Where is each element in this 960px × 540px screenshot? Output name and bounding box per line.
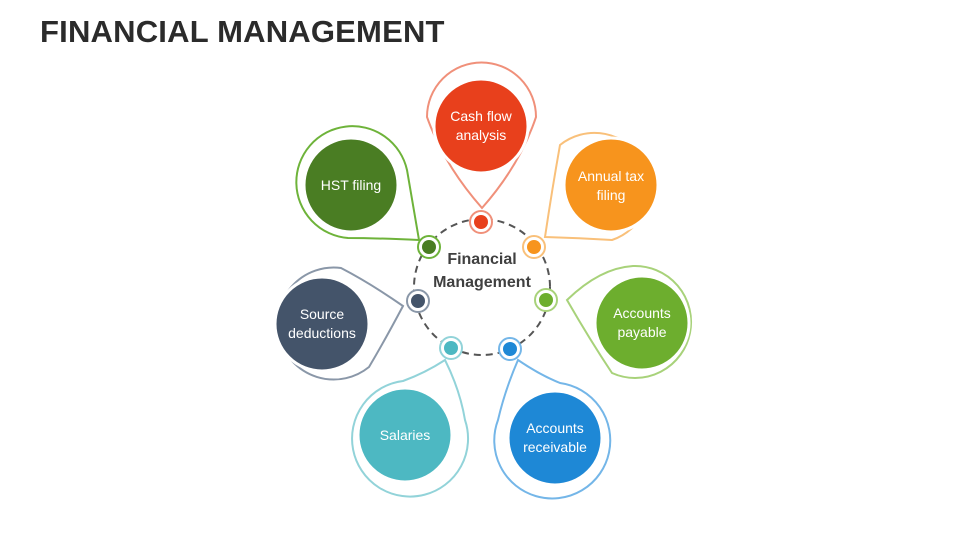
petal-label-line2: payable (617, 324, 666, 340)
petal-outline (425, 61, 538, 210)
connector-dot (444, 341, 458, 355)
connector-dot (422, 240, 436, 254)
petal-label-line1: HST filing (321, 177, 381, 193)
center-label-line2: Management (433, 274, 531, 291)
center-dashed-ring (413, 218, 551, 356)
petal-label-line1: Accounts (613, 305, 671, 321)
petal-label-line2: filing (597, 187, 626, 203)
petal-cash-flow-analysis[interactable]: Cash flow analysis (425, 61, 538, 234)
petal-label-line2: deductions (288, 325, 356, 341)
petal-hst-filing[interactable]: HST filing (295, 125, 441, 259)
petal-outline (295, 125, 421, 242)
petal-label-line2: receivable (523, 439, 587, 455)
petal-label-line1: Cash flow (450, 108, 512, 124)
petal-outline (565, 264, 693, 379)
petal-label-line1: Accounts (526, 420, 584, 436)
connector-dot (411, 294, 425, 308)
petal-circle (273, 275, 371, 373)
petal-circle (432, 77, 530, 175)
petal-source-deductions[interactable]: Source deductions (273, 266, 430, 381)
petal-outline (351, 358, 470, 498)
center-label-line1: Financial (447, 251, 516, 268)
connector-dot (474, 215, 488, 229)
petal-circle (506, 389, 604, 487)
petal-annual-tax-filing[interactable]: Annual tax filing (522, 131, 660, 259)
page-title: FINANCIAL MANAGEMENT (40, 14, 445, 49)
petal-label-line1: Annual tax (578, 168, 644, 184)
petal-accounts-receivable[interactable]: Accounts receivable (493, 337, 612, 500)
petal-circle (302, 136, 400, 234)
connector-dot (527, 240, 541, 254)
connector-dot (503, 342, 517, 356)
petal-label-line1: Salaries (380, 427, 431, 443)
petal-salaries[interactable]: Salaries (351, 336, 470, 498)
petal-outline (493, 358, 612, 500)
petal-label-line2: analysis (456, 127, 507, 143)
petal-circle (562, 136, 660, 234)
petal-circle (356, 386, 454, 484)
petal-circle (593, 274, 691, 372)
petal-accounts-payable[interactable]: Accounts payable (534, 264, 693, 379)
connector-dot (539, 293, 553, 307)
petal-label-line1: Source (300, 306, 345, 322)
